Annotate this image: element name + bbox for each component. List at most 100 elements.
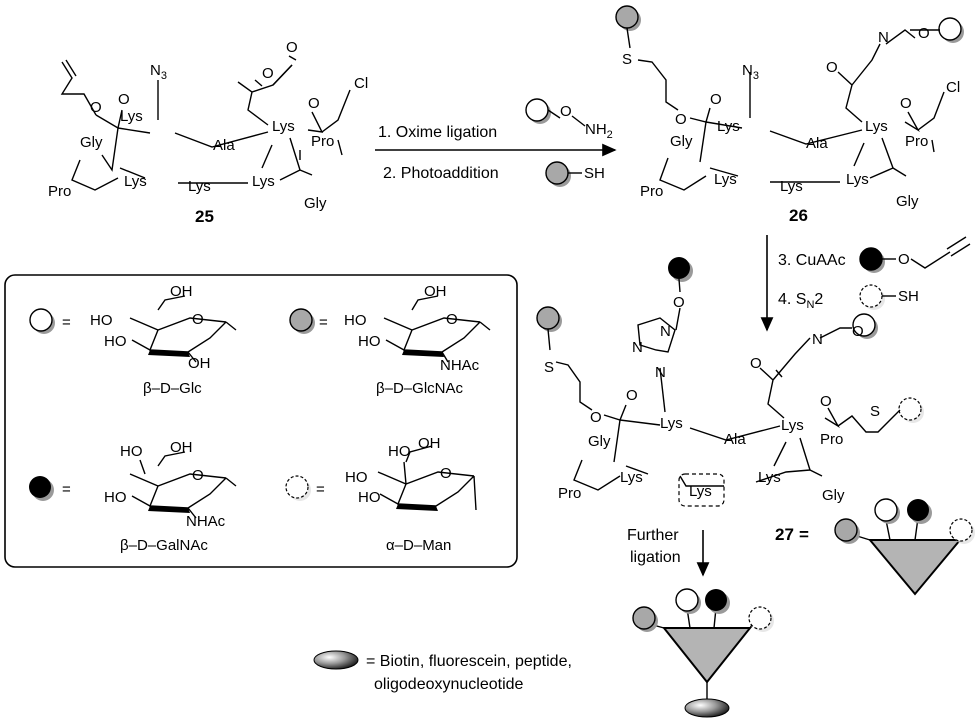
- black-sugar-reagent: O: [859, 236, 971, 273]
- oxygen-atom: O: [90, 99, 102, 116]
- pro-residue: Pro: [558, 485, 581, 502]
- gly-residue: Gly: [304, 195, 327, 212]
- ho-group: HO: [345, 469, 368, 486]
- thiol-group: SH: [898, 288, 919, 305]
- step-3-label: 3. CuAAc: [778, 252, 846, 269]
- further-ligation-arrow: Further ligation: [627, 527, 710, 577]
- sulfur-atom: S: [622, 51, 632, 68]
- compound-26: S O O N3 N O O O Cl Lys Ala Lys Gly Pro …: [615, 5, 964, 225]
- oh-group: OH: [170, 439, 193, 456]
- compound-27-equals: =: [799, 525, 809, 544]
- lys-residue: Lys: [717, 118, 740, 135]
- glcnac-name: β–D–GlcNAc: [376, 380, 463, 397]
- glc-name: β–D–Glc: [143, 380, 202, 397]
- oxygen-atom: O: [560, 103, 572, 120]
- oxygen-atom: O: [626, 387, 638, 404]
- pro-residue: Pro: [48, 183, 71, 200]
- compound-27-glyph: [834, 498, 975, 596]
- ho-group: HO: [344, 312, 367, 329]
- chloro-atom: Cl: [946, 79, 960, 96]
- oxygen-atom: O: [675, 111, 687, 128]
- galnac-name: β–D–GalNAc: [120, 537, 208, 554]
- oh-group: OH: [418, 435, 441, 452]
- ho-group: HO: [358, 333, 381, 350]
- ho-group: HO: [104, 333, 127, 350]
- lys-residue: Lys: [272, 118, 295, 135]
- gly-residue: Gly: [80, 134, 103, 151]
- ho-group: HO: [358, 489, 381, 506]
- ala-residue: Ala: [806, 135, 828, 152]
- final-product-glyph: [632, 588, 774, 718]
- oxygen-atom: O: [118, 91, 130, 108]
- nitrogen-atom: N: [655, 364, 666, 381]
- white-sugar-reagent: O NH2: [525, 98, 613, 141]
- sulfur-atom: S: [870, 403, 880, 420]
- compound-25-label: 25: [195, 207, 214, 226]
- compound-26-label: 26: [789, 206, 808, 225]
- pro-residue: Pro: [311, 133, 334, 150]
- nitrogen-atom: N: [878, 29, 889, 46]
- svg-text:=: =: [316, 481, 325, 498]
- ring-oxygen: O: [446, 311, 458, 328]
- step-3-4-arrow: 3. CuAAc 4. SN2 O SH: [760, 235, 971, 332]
- oxygen-atom: O: [852, 323, 864, 340]
- svg-text:=: =: [62, 481, 71, 498]
- lys-residue: Lys: [865, 118, 888, 135]
- pro-residue: Pro: [820, 431, 843, 448]
- compound-27-label: 27: [775, 525, 794, 544]
- lys-residue: Lys: [252, 173, 275, 190]
- oxygen-atom: O: [898, 251, 910, 268]
- legend-glcnac: = HO HO OH O NHAc β–D–GlcNAc: [289, 283, 491, 397]
- oh-group: OH: [170, 283, 193, 300]
- ho-group: HO: [120, 443, 143, 460]
- legend-glc: = HO HO OH O OH β–D–Glc: [29, 283, 237, 397]
- step-2-label: 2. Photoaddition: [383, 165, 499, 182]
- ring-oxygen: O: [192, 311, 204, 328]
- pro-residue: Pro: [905, 133, 928, 150]
- pro-residue: Pro: [640, 183, 663, 200]
- ho-group: HO: [90, 312, 113, 329]
- lys-residue: Lys: [846, 171, 869, 188]
- gly-residue: Gly: [822, 487, 845, 504]
- nitrogen-atom: N: [660, 323, 671, 340]
- lys-residue: Lys: [780, 178, 803, 195]
- step-1-label: 1. Oxime ligation: [378, 124, 497, 141]
- nitrogen-atom: N: [632, 339, 643, 356]
- oxygen-atom: O: [308, 95, 320, 112]
- man-name: α–D–Man: [386, 537, 451, 554]
- further-label: Further: [627, 527, 679, 544]
- compound-25: Lys Ala Lys Gly Pro Lys Lys Lys Pro Gly …: [48, 39, 368, 226]
- lys-residue: Lys: [758, 469, 781, 486]
- oxygen-atom: O: [900, 95, 912, 112]
- step-1-2-arrow: 1. Oxime ligation 2. Photoaddition O NH2…: [375, 98, 617, 187]
- oxygen-atom: O: [710, 91, 722, 108]
- lys-residue: Lys: [620, 469, 643, 486]
- svg-text:=: =: [62, 314, 71, 331]
- ho-group: HO: [104, 489, 127, 506]
- azide-group: N3: [742, 62, 759, 82]
- dashed-lys-box: [678, 473, 725, 507]
- lys-residue: Lys: [689, 483, 712, 500]
- thiol-group: SH: [584, 165, 605, 182]
- legend-galnac: = HO HO OH O NHAc β–D–GalNAc: [29, 439, 237, 554]
- lys-residue: Lys: [124, 173, 147, 190]
- ring-oxygen: O: [440, 465, 452, 482]
- dashed-sugar-reagent: SH: [859, 284, 919, 310]
- step-4-label: 4. SN2: [778, 291, 823, 311]
- legend-man: = HO HO HO OH O α–D–Man: [285, 435, 477, 554]
- ho-group: HO: [388, 443, 411, 460]
- sugar-legend: = HO HO OH O OH β–D–Glc = HO HO OH O NHA…: [4, 274, 518, 568]
- amine-group: NH2: [585, 121, 613, 141]
- ligation-label: ligation: [630, 549, 681, 566]
- gly-residue: Gly: [896, 193, 919, 210]
- oxygen-atom: O: [262, 65, 274, 82]
- oh-group: OH: [188, 355, 211, 372]
- lys-residue: Lys: [781, 417, 804, 434]
- nhac-group: NHAc: [440, 357, 480, 374]
- oxygen-atom: O: [673, 294, 685, 311]
- lys-residue: Lys: [714, 171, 737, 188]
- label-note: = Biotin, fluorescein, peptide, oligodeo…: [313, 650, 572, 693]
- lys-residue: Lys: [660, 415, 683, 432]
- chloro-atom: Cl: [354, 75, 368, 92]
